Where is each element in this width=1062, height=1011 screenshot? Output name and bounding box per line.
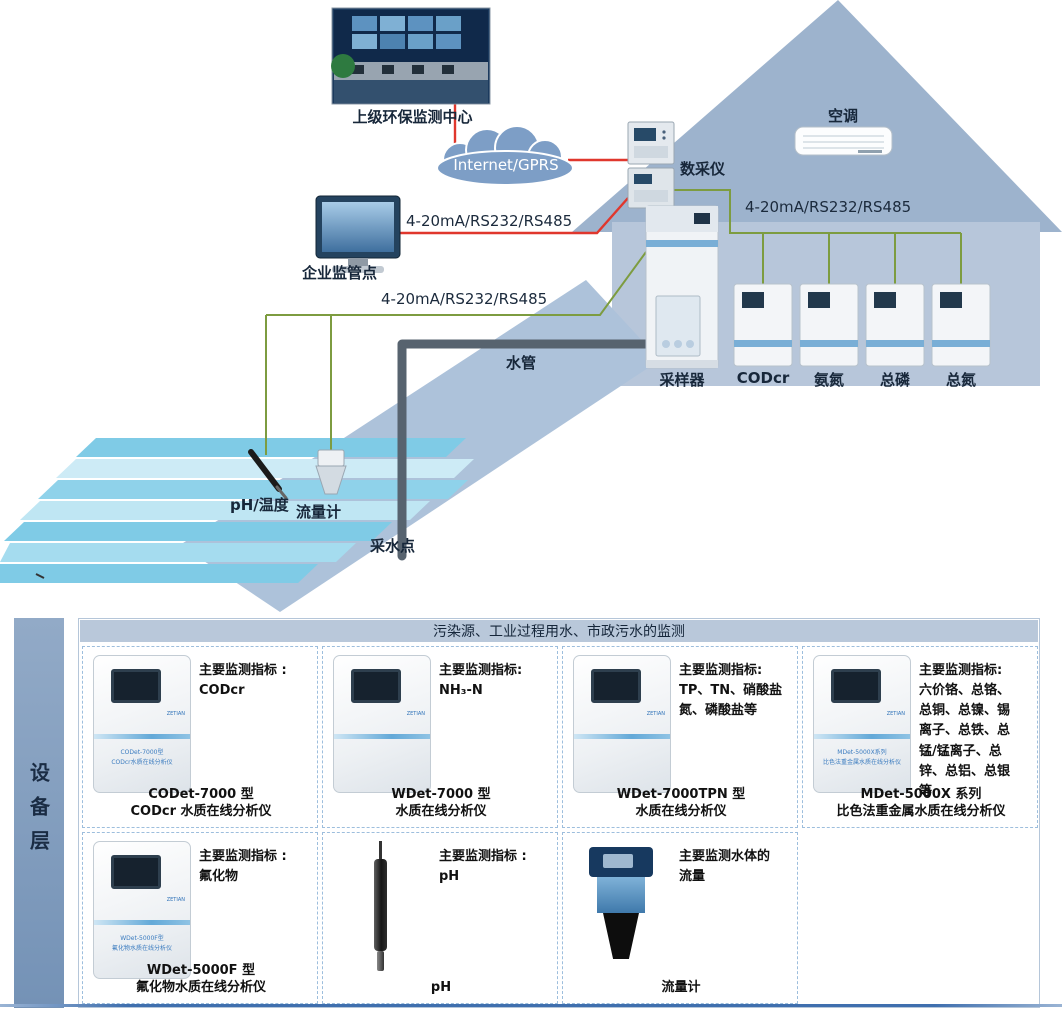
flowmeter-body xyxy=(597,877,645,913)
analyzer-label-tp: 总磷 xyxy=(879,371,910,389)
enterprise-computer xyxy=(315,195,401,273)
red-links xyxy=(399,104,632,235)
card-name: WDet-7000TPN 型 水质在线分析仪 xyxy=(616,786,746,820)
flowmeter-head xyxy=(589,847,653,877)
analyzer-label-nh3n: 氨氮 xyxy=(813,371,844,389)
flowmeter-cone xyxy=(603,913,639,959)
card-spec: 主要监测指标: TP、TN、硝酸盐 氮、磷酸盐等 xyxy=(679,663,783,719)
brand-mark: ZETIAN xyxy=(406,711,425,717)
equipment-card-mdet5000x: ZETIAN MDet-5000X系列 比色法重金属水质在线分析仪 主要监测指标… xyxy=(802,646,1038,828)
bus-label-sensors: 4-20mA/RS232/RS485 xyxy=(381,290,548,308)
brand-mark: ZETIAN xyxy=(646,711,665,717)
ph-probe-image xyxy=(333,841,429,981)
equipment-card-flowmeter: 主要监测水体的 流量 流量计 xyxy=(562,832,798,1004)
card-name: WDet-7000 型 水质在线分析仪 xyxy=(391,786,491,820)
device-stripe xyxy=(574,734,670,739)
device-model-text: WDet-5000F型 氟化物水质在线分析仪 xyxy=(111,935,172,952)
analyzer-label-tn: 总氮 xyxy=(945,371,976,389)
equipment-layer-sidebar: 设备层 xyxy=(14,618,64,1008)
flowmeter-screen xyxy=(603,854,633,868)
brand-mark: ZETIAN xyxy=(166,897,185,903)
card-name: WDet-5000F 型 氟化物水质在线分析仪 xyxy=(135,962,266,996)
ph-probe-device xyxy=(248,449,288,500)
card-spec: 主要监测指标 : CODcr xyxy=(199,663,287,699)
bus-label-right: 4-20mA/RS232/RS485 xyxy=(745,198,912,216)
card-name: 流量计 xyxy=(661,980,701,996)
equipment-cards: ZETIAN CODet-7000型 CODcr水质在线分析仪 主要监测指标 :… xyxy=(80,644,1038,1006)
card-spec: 主要监测指标 : 氟化物 xyxy=(199,849,287,885)
flowmeter-point-label: 流量计 xyxy=(296,503,342,521)
sampler-label: 采样器 xyxy=(659,371,705,389)
probe-tip xyxy=(377,951,384,971)
device-model-text: CODet-7000型 CODcr水质在线分析仪 xyxy=(111,749,173,766)
footer-divider xyxy=(0,1004,1062,1007)
brand-mark: ZETIAN xyxy=(166,711,185,717)
analyzer-device-image: ZETIAN MDet-5000X系列 比色法重金属水质在线分析仪 xyxy=(813,655,911,793)
equipment-card-ph: 主要监测指标 : pH pH xyxy=(322,832,558,1004)
equipment-card-codet7000: ZETIAN CODet-7000型 CODcr水质在线分析仪 主要监测指标 :… xyxy=(82,646,318,828)
air-conditioner xyxy=(794,126,893,156)
system-diagram xyxy=(0,0,1062,612)
probe-cable xyxy=(379,841,382,859)
device-screen xyxy=(111,669,161,703)
enterprise-label: 企业监管点 xyxy=(302,264,378,282)
card-spec: 主要监测指标: 六价铬、总铬、 总铜、总镍、锡 离子、总铁、总 锰/锰离子、总 … xyxy=(919,663,1011,799)
monitoring-center-image xyxy=(331,7,491,105)
analyzer-cabinet-tp xyxy=(865,283,925,367)
device-stripe xyxy=(94,734,190,739)
card-spec: 主要监测水体的 流量 xyxy=(679,849,771,885)
bus-label-monitor: 4-20mA/RS232/RS485 xyxy=(406,212,573,230)
device-screen xyxy=(351,669,401,703)
analyzer-device-image: ZETIAN CODet-7000型 CODcr水质在线分析仪 xyxy=(93,655,191,793)
equipment-layer-label: 设备层 xyxy=(26,762,51,864)
monitoring-center-label: 上级环保监测中心 xyxy=(352,108,473,126)
water-pipe-label: 水管 xyxy=(506,354,537,372)
analyzer-cabinet-codcr xyxy=(733,283,793,367)
card-name: pH xyxy=(430,980,452,996)
card-spec: 主要监测指标: NH₃-N xyxy=(439,663,523,699)
brand-mark: ZETIAN xyxy=(886,711,905,717)
card-name: MDet-5000X 系列 比色法重金属水质在线分析仪 xyxy=(836,786,1006,820)
equipment-card-wdet5000f: ZETIAN WDet-5000F型 氟化物水质在线分析仪 主要监测指标 : 氟… xyxy=(82,832,318,1004)
flow-sensor-device xyxy=(315,449,347,495)
device-stripe xyxy=(814,734,910,739)
water-pipe-line xyxy=(397,339,651,561)
water-point-label: 采水点 xyxy=(370,537,416,555)
device-model-text: MDet-5000X系列 比色法重金属水质在线分析仪 xyxy=(822,749,901,766)
air-conditioner-label: 空调 xyxy=(827,107,858,125)
device-screen xyxy=(831,669,881,703)
device-stripe xyxy=(334,734,430,739)
plant-decor xyxy=(331,54,355,78)
equipment-card-wdet7000tpn: ZETIAN 主要监测指标: TP、TN、硝酸盐 氮、磷酸盐等 WDet-700… xyxy=(562,646,798,828)
analyzer-label-codcr: CODcr xyxy=(736,369,790,387)
probe-body xyxy=(374,859,387,951)
card-name: CODet-7000 型 CODcr 水质在线分析仪 xyxy=(130,786,272,820)
flowmeter-image xyxy=(573,841,669,981)
data-collector-label: 数采仪 xyxy=(680,160,726,178)
analyzer-device-image: ZETIAN WDet-5000F型 氟化物水质在线分析仪 xyxy=(93,841,191,979)
equipment-panel-header: 污染源、工业过程用水、市政污水的监测 xyxy=(80,620,1038,642)
water-mark xyxy=(35,573,45,579)
analyzer-device-image: ZETIAN xyxy=(333,655,431,793)
water-steps xyxy=(0,438,474,583)
ph-temp-label: pH/温度 xyxy=(230,496,289,514)
internet-gprs-label: Internet/GPRS xyxy=(453,156,559,174)
device-screen xyxy=(591,669,641,703)
data-collector-device xyxy=(627,121,675,209)
equipment-card-wdet7000: ZETIAN 主要监测指标: NH₃-N WDet-7000 型 水质在线分析仪 xyxy=(322,646,558,828)
green-links xyxy=(265,189,962,455)
sampler-device xyxy=(645,205,719,369)
device-stripe xyxy=(94,920,190,925)
analyzer-cabinet-nh3n xyxy=(799,283,859,367)
analyzer-device-image: ZETIAN xyxy=(573,655,671,793)
analyzer-cabinet-tn xyxy=(931,283,991,367)
internet-cloud xyxy=(436,125,574,186)
card-spec: 主要监测指标 : pH xyxy=(439,849,527,885)
equipment-panel: 污染源、工业过程用水、市政污水的监测 ZETIAN CODet-7000型 CO… xyxy=(78,618,1040,1008)
device-screen xyxy=(111,855,161,889)
